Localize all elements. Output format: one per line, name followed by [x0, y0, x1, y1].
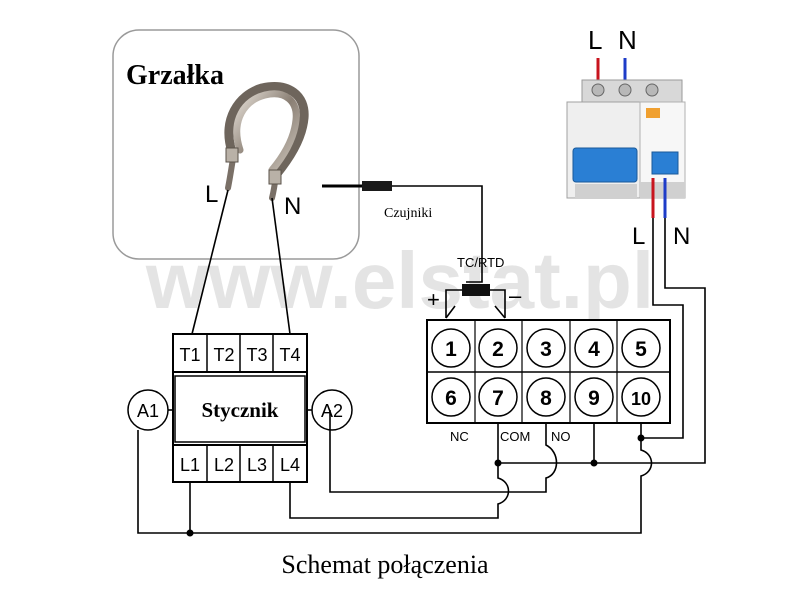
breaker-rcd: L N L N: [566, 25, 690, 250]
terminal-l2: L2: [214, 455, 234, 475]
contactor-title: Stycznik: [201, 398, 278, 422]
heater-wires: [191, 189, 291, 335]
terminal-9: 9: [588, 387, 600, 410]
heater-coil-icon: [224, 82, 309, 201]
sensor-probe: Czujniki TC/RTD + –: [322, 181, 522, 319]
controller-terminals: 1 2 3 4 5 6 7 8 9 10 NC COM NO: [426, 319, 671, 444]
terminal-t1: T1: [179, 345, 200, 365]
terminal-l4: L4: [280, 455, 300, 475]
terminal-10: 10: [631, 389, 651, 409]
terminal-6: 6: [445, 387, 457, 410]
terminal-8: 8: [540, 387, 552, 410]
heater-terminal-n: N: [284, 193, 301, 220]
wire-heater-n-to-t4: [271, 197, 291, 335]
terminal-l3: L3: [247, 455, 267, 475]
coil-a1-label: A1: [137, 401, 159, 421]
terminal-7: 7: [492, 387, 504, 410]
heater-terminal-l: L: [205, 181, 218, 208]
terminal-t4: T4: [279, 345, 300, 365]
breaker-indicator-icon: [646, 108, 660, 118]
heater-title: Grzałka: [126, 60, 224, 91]
breaker-bottom-n: N: [673, 223, 690, 250]
sensor-label: Czujniki: [384, 206, 432, 221]
terminal-1: 1: [445, 338, 457, 361]
thermocouple-connector-icon: [462, 284, 490, 296]
sensor-plus: +: [427, 287, 440, 312]
terminal-t2: T2: [213, 345, 234, 365]
wire-phase-to-a1: [137, 430, 653, 534]
coil-a1: [127, 389, 169, 431]
sensor-input-label: TC/RTD: [457, 255, 504, 270]
label-no: NO: [551, 429, 571, 444]
terminal-3: 3: [540, 338, 552, 361]
label-com: COM: [500, 429, 530, 444]
sensor-minus: –: [509, 283, 522, 308]
terminal-4: 4: [588, 338, 600, 361]
wire-neutral: [594, 218, 706, 464]
wire-com-to-l4: [289, 463, 510, 519]
breaker-bottom-l: L: [632, 223, 645, 250]
coil-a2: [311, 389, 353, 431]
terminal-l1: L1: [180, 455, 200, 475]
diagram-caption: Schemat połączenia: [281, 550, 489, 579]
breaker-toggle: [572, 147, 638, 183]
sensor-icon: [362, 181, 392, 191]
terminal-2: 2: [492, 338, 504, 361]
label-nc: NC: [450, 429, 469, 444]
wire-no-to-a2: [329, 410, 558, 493]
contactor: T1 T2 T3 T4 Stycznik L1 L2 L3 L4 A1 A2: [127, 333, 353, 483]
terminal-t3: T3: [246, 345, 267, 365]
control-wires: [137, 218, 706, 537]
coil-a2-label: A2: [321, 401, 343, 421]
heater-panel: Grzałka L N: [112, 29, 360, 260]
wire-heater-l-to-t1: [191, 189, 229, 335]
breaker-top-n: N: [618, 25, 637, 55]
breaker-top-l: L: [588, 25, 602, 55]
terminal-5: 5: [635, 338, 647, 361]
